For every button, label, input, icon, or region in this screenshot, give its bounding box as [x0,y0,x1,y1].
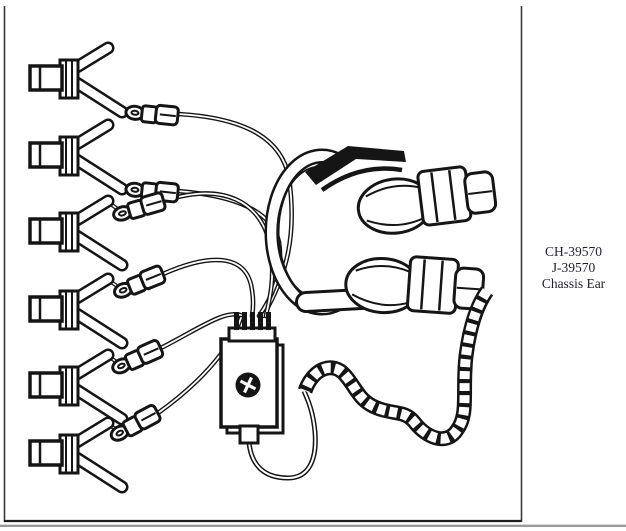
headband-yoke [305,146,406,192]
harness-wire-2 [175,188,283,319]
test-clamp-1 [30,48,122,112]
pin-connector-icon [234,312,271,330]
clamp-link-stubs [106,111,139,434]
ear-cup-lower [342,250,487,321]
headphone-lead-wire [246,390,318,481]
clamp-connector-1 [123,100,181,127]
selector-knob-icon [235,372,261,398]
headband [264,148,342,316]
test-clamp-2 [30,125,122,189]
harness-wire-4 [160,257,256,319]
caption-line-2: J-39570 [551,260,596,275]
control-box [219,312,285,445]
figure-caption: CH-39570 J-39570 Chassis Ear [521,244,626,292]
harness-wire-3 [161,191,275,319]
ear-cup-upper [353,161,500,239]
control-box-cable-stub [238,424,260,445]
test-clamp-4 [30,279,122,343]
test-clamp-5 [30,355,122,419]
caption-line-3: Chassis Ear [541,276,606,291]
test-clamp-3 [30,201,122,265]
coiled-cable-icon [297,286,494,447]
test-clamp-6 [30,423,122,487]
caption-line-1: CH-39570 [545,244,602,259]
headphones [264,146,500,321]
